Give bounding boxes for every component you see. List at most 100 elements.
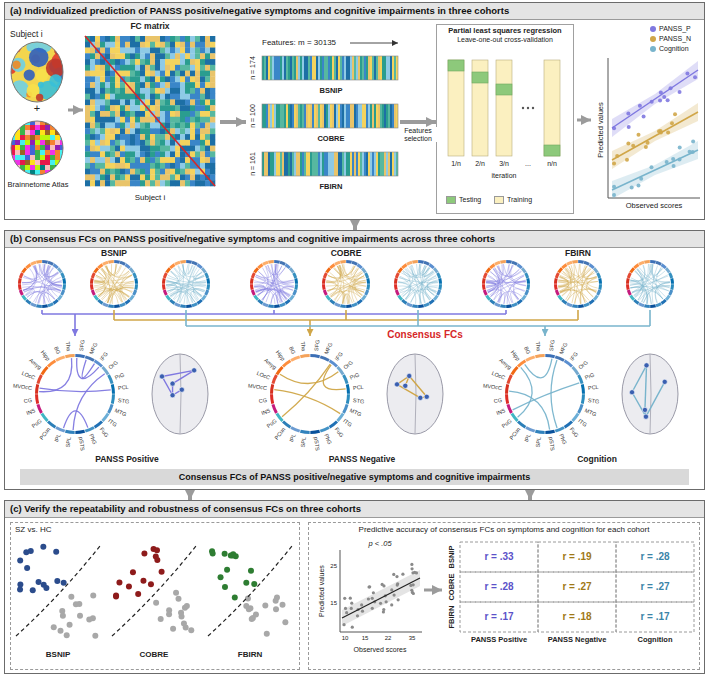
ellipsis-dot	[527, 107, 529, 109]
figure-rect	[85, 140, 90, 146]
figure-rect	[140, 48, 145, 54]
figure-rect	[130, 111, 135, 117]
figure-path	[193, 289, 205, 301]
figure-rect	[125, 128, 130, 134]
figure-rect	[25, 160, 30, 165]
figure-rect	[205, 99, 210, 105]
figure-path	[322, 284, 326, 290]
figure-rect	[175, 71, 180, 77]
figure-rect	[100, 76, 105, 82]
figure-rect	[90, 105, 95, 111]
figure-rect	[195, 105, 200, 111]
figure-circle	[249, 616, 255, 622]
figure-rect	[180, 157, 185, 163]
figure-path	[256, 275, 294, 281]
figure-path	[633, 263, 639, 269]
figure-path	[644, 260, 650, 264]
figure-rect	[370, 104, 372, 128]
figure-rect	[190, 42, 195, 48]
figure-circle	[636, 183, 640, 187]
figure-rect	[165, 134, 170, 140]
training-bar	[448, 60, 464, 156]
figure-rect	[155, 180, 160, 186]
figure-rect	[210, 53, 215, 59]
figure-path	[276, 366, 284, 375]
figure-path	[330, 292, 347, 304]
figure-rect	[30, 155, 35, 160]
figure-rect	[185, 59, 190, 65]
figure-rect	[270, 152, 272, 176]
figure-rect	[155, 53, 160, 59]
figure-rect	[100, 134, 105, 140]
figure-rect	[354, 104, 356, 128]
figure-path	[47, 265, 59, 277]
figure-path	[397, 384, 420, 397]
table-cell-border	[538, 602, 616, 632]
figure-path	[271, 292, 290, 304]
figure-rect	[304, 152, 306, 176]
figure-path	[395, 272, 400, 278]
figure-rect	[165, 82, 170, 88]
figure-rect	[90, 48, 95, 54]
figure-path	[47, 360, 56, 368]
figure-rect	[200, 105, 205, 111]
confidence-band	[342, 570, 420, 626]
figure-path	[98, 283, 134, 296]
figure-rect	[125, 65, 130, 71]
feature-strip	[262, 104, 398, 128]
figure-rect	[25, 135, 30, 140]
figure-path	[668, 272, 673, 278]
figure-path	[645, 365, 647, 410]
figure-rect	[145, 117, 150, 123]
figure-rect	[95, 99, 100, 105]
figure-path	[411, 271, 434, 302]
figure-path	[627, 290, 632, 296]
figure-rect	[352, 56, 354, 80]
figure-rect	[170, 105, 175, 111]
figure-rect	[366, 104, 368, 128]
figure-rect	[100, 169, 105, 175]
figure-rect	[90, 59, 95, 65]
figure-rect	[40, 160, 45, 165]
figure-rect	[45, 130, 50, 135]
figure-rect	[85, 99, 90, 105]
figure-rect	[45, 160, 50, 165]
figure-path	[580, 272, 593, 304]
figure-path	[77, 358, 99, 379]
figure-circle	[59, 608, 65, 614]
figure-rect	[210, 88, 215, 94]
figure-rect	[294, 152, 296, 176]
figure-rect	[100, 140, 105, 146]
figure-rect	[100, 65, 105, 71]
figure-rect	[120, 71, 125, 77]
figure-rect	[195, 128, 200, 134]
figure-rect	[100, 117, 105, 123]
figure-circle	[280, 602, 286, 608]
figure-rect	[85, 88, 90, 94]
figure-rect	[145, 71, 150, 77]
figure-circle	[630, 185, 634, 189]
figure-rect	[10, 165, 15, 170]
figure-rect	[45, 175, 50, 180]
figure-rect	[35, 155, 40, 160]
figure-path	[627, 272, 632, 278]
figure-rect	[55, 175, 60, 180]
figure-path	[197, 263, 203, 269]
figure-rect	[90, 82, 95, 88]
figure-rect	[150, 42, 155, 48]
figure-rect	[210, 134, 215, 140]
figure-path	[398, 286, 416, 304]
figure-rect	[298, 56, 300, 80]
chord-diagram	[270, 354, 350, 434]
figure-rect	[40, 150, 45, 155]
figure-path	[38, 293, 55, 304]
figure-rect	[10, 170, 15, 175]
figure-rect	[15, 120, 20, 125]
figure-rect	[348, 104, 350, 128]
brain-network	[152, 354, 208, 434]
figure-path	[438, 278, 442, 284]
figure-rect	[35, 125, 40, 130]
figure-circle	[23, 549, 29, 555]
figure-path	[485, 295, 491, 301]
figure-rect	[140, 163, 145, 169]
